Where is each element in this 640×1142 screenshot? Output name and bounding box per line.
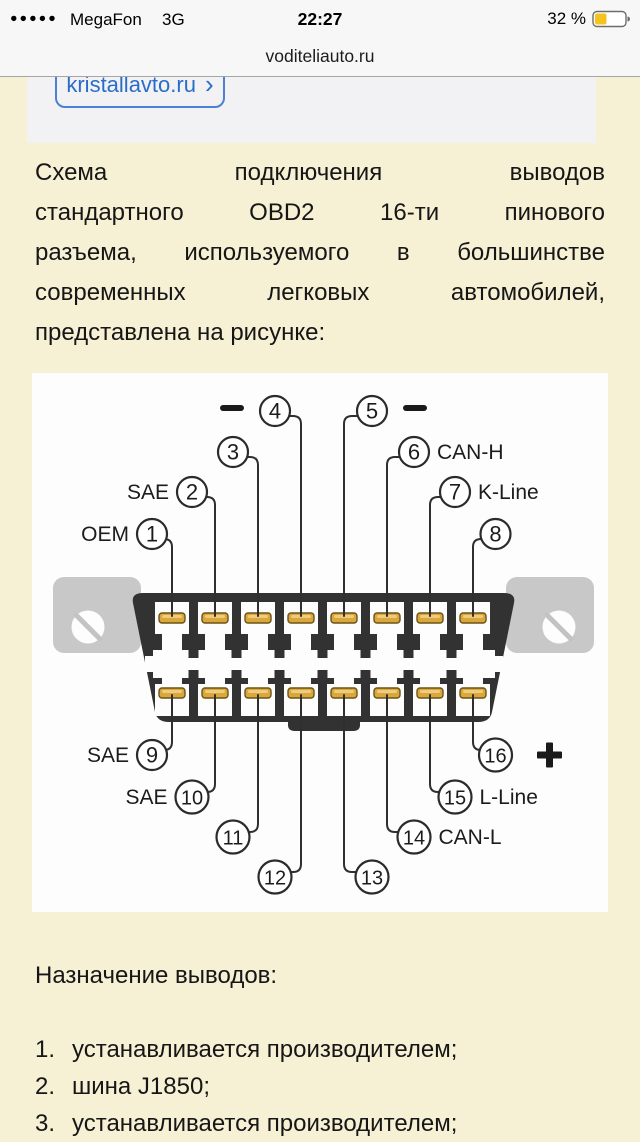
battery-icon	[592, 10, 630, 28]
pin-label: CAN-H	[437, 441, 504, 464]
pin-number: 2	[186, 480, 198, 505]
pin-circle	[479, 517, 512, 551]
pin-leader-line	[343, 694, 359, 873]
pin-circle	[175, 475, 209, 509]
list-item-text: шина J1850;	[72, 1073, 210, 1100]
intro-line: современных легковых автомобилей,	[35, 279, 605, 306]
carrier-label: MegaFon	[70, 10, 142, 29]
pin-number: 7	[449, 480, 461, 505]
polarity-minus-icon	[403, 405, 427, 411]
list-item-number: 3.	[35, 1110, 56, 1137]
clock: 22:27	[297, 9, 343, 29]
pin-leader-line	[245, 456, 259, 617]
pin-label: SAE	[125, 786, 167, 809]
pin-circle	[216, 435, 250, 469]
pin-circle	[355, 394, 389, 428]
url-bar[interactable]: voditeliauto.ru	[0, 40, 640, 76]
pin-leader-line	[429, 694, 442, 793]
promo-box	[27, 76, 596, 143]
pin-leader-line	[246, 694, 259, 833]
pin-number: 8	[489, 522, 501, 547]
pin-circle	[135, 517, 169, 551]
pin-circle	[174, 779, 210, 815]
pin-leader-line	[386, 694, 401, 833]
pin-circle	[215, 819, 251, 855]
polarity-plus-icon	[546, 742, 553, 768]
pin-number: 10	[181, 788, 203, 810]
pin-label: L-Line	[480, 786, 538, 809]
pin-leader-line	[343, 415, 360, 617]
pin-label: K-Line	[478, 481, 539, 504]
list-item: 1. устанавливается производителем;	[35, 1031, 615, 1068]
pin-number: 9	[146, 743, 158, 768]
pin-leader-line	[386, 456, 402, 617]
pin-circle	[397, 435, 431, 469]
intro-line: разъема, используемого в большинстве	[35, 239, 605, 266]
pin-circle	[135, 738, 169, 772]
pin-assignment-list: 1. устанавливается производителем; 2. ши…	[35, 1031, 615, 1142]
chevron-right-icon: ›	[204, 69, 214, 99]
pin-number: 3	[227, 440, 239, 465]
intro-paragraph: Схема подключения выводов стандартного O…	[35, 153, 605, 353]
pin-leader-line	[429, 496, 443, 617]
signal-strength-icon: ●●●●●	[10, 11, 58, 25]
section-heading: Назначение выводов:	[35, 962, 278, 989]
list-item: 2. шина J1850;	[35, 1068, 615, 1105]
pin-circle	[438, 475, 472, 509]
list-item-text: устанавливается производителем;	[72, 1110, 458, 1137]
pin-label: SAE	[127, 481, 169, 504]
pin-circle	[354, 859, 390, 895]
connector-body	[132, 593, 515, 731]
status-bar: ●●●●● MegaFon 3G 22:27 32 %	[0, 0, 640, 40]
pin-number: 4	[269, 399, 281, 424]
url-text[interactable]: voditeliauto.ru	[265, 46, 375, 66]
pin-circle	[396, 819, 432, 855]
browser-chrome: ●●●●● MegaFon 3G 22:27 32 % voditeliauto…	[0, 0, 640, 77]
pin-number: 16	[484, 746, 506, 768]
pin-number: 1	[146, 522, 158, 547]
pin-circle	[437, 779, 473, 815]
pin-number: 14	[403, 828, 425, 850]
pin-number: 12	[264, 868, 286, 890]
pin-circle	[258, 394, 292, 428]
intro-line: Схема подключения выводов	[35, 159, 605, 186]
pin-circle	[477, 737, 514, 773]
mounting-ears	[53, 577, 594, 653]
pin-number: 15	[444, 788, 466, 810]
pin-number: 5	[366, 399, 378, 424]
pin-label: OEM	[81, 523, 129, 546]
pin-circle	[257, 859, 293, 895]
intro-line: стандартного OBD2 16-ти пинового	[35, 199, 605, 226]
pin-number: 6	[408, 440, 420, 465]
list-item-number: 1.	[35, 1036, 56, 1063]
pin-leader-line	[288, 694, 302, 873]
pin-number: 11	[223, 828, 244, 850]
pin-label: CAN-L	[439, 826, 502, 849]
network-type-label: 3G	[162, 10, 185, 29]
polarity-minus-icon	[220, 405, 244, 411]
list-item: 3. устанавливается производителем;	[35, 1105, 615, 1142]
pin-leader-line	[287, 415, 302, 617]
pin-number: 13	[361, 868, 383, 890]
intro-line: представлена на рисунке:	[35, 319, 326, 346]
list-item-text: устанавливается производителем;	[72, 1036, 458, 1063]
battery-percent-label: 32 %	[547, 9, 586, 28]
list-item-number: 2.	[35, 1073, 56, 1100]
pin-label: SAE	[87, 744, 129, 767]
